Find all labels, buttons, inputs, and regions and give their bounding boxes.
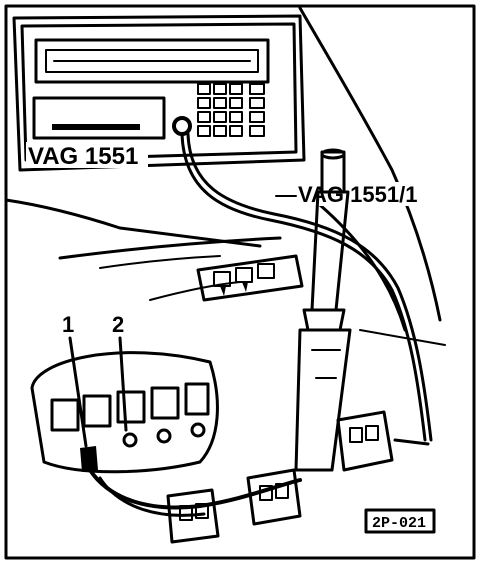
tester-label: VAG 1551 — [28, 143, 138, 170]
connector-socket — [172, 116, 192, 136]
gear-lever — [294, 148, 352, 472]
center-connector — [196, 254, 304, 302]
dashboard-outline — [4, 6, 446, 346]
callout-1-label: 1 — [62, 312, 74, 337]
tester-label-backing — [26, 142, 148, 168]
picture-frame — [4, 4, 476, 560]
figure-code: 2P-021 — [372, 515, 426, 532]
fuse-box — [30, 351, 219, 474]
adapter-cable — [180, 132, 433, 442]
right-connector — [336, 410, 430, 472]
lower-plugs — [166, 468, 302, 544]
callout-1-leader — [68, 336, 88, 448]
display-window — [34, 38, 270, 84]
printer-slot — [32, 96, 166, 140]
keypad — [197, 83, 265, 137]
callout-2-leader — [118, 336, 128, 432]
callout-2-label: 2 — [112, 312, 124, 337]
adapter-label: VAG 1551/1 — [298, 182, 417, 207]
vag-1551-tester — [12, 14, 306, 172]
callout-1: 1 — [62, 312, 88, 448]
figure-code-frame — [364, 508, 436, 534]
callout-2: 2 — [112, 312, 128, 432]
